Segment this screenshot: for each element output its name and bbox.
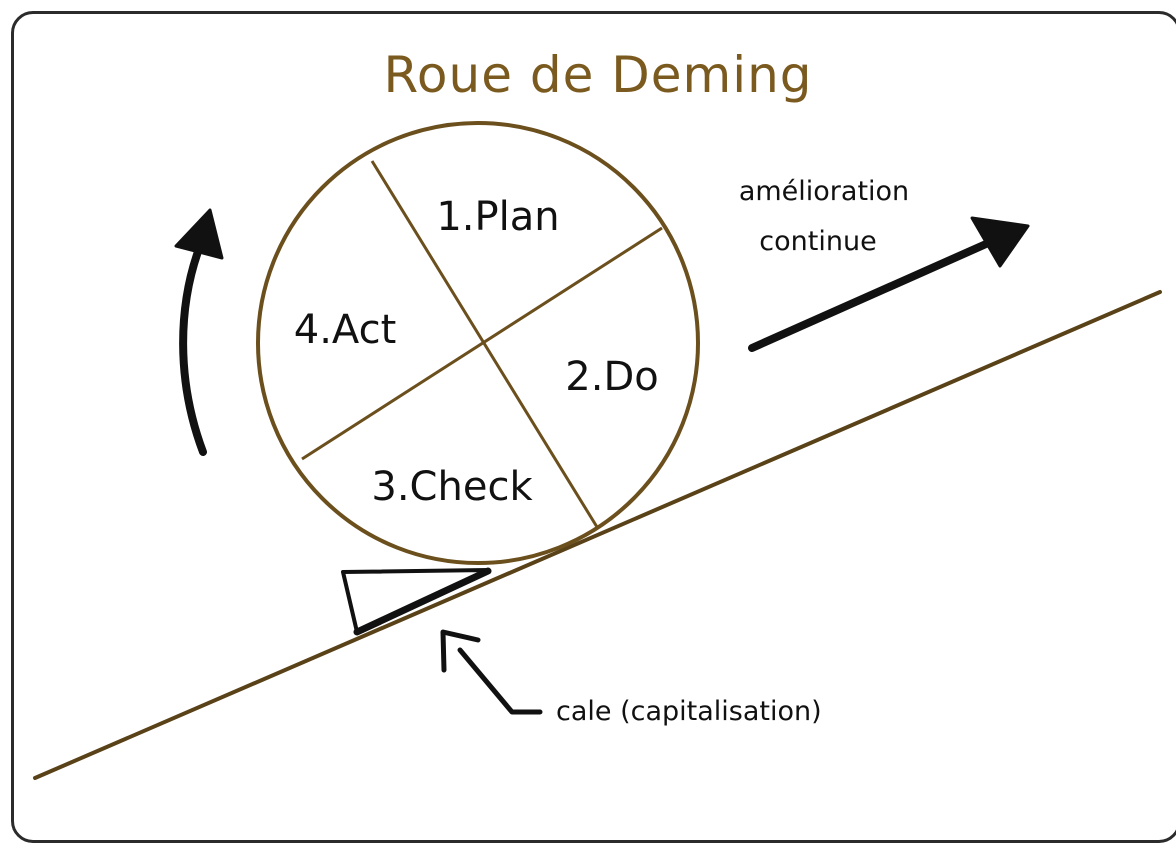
slope-line <box>33 290 1162 780</box>
deming-wheel <box>256 121 700 565</box>
wedge-pointer-arrow-icon <box>440 629 543 715</box>
rotation-arrow-icon <box>174 208 224 456</box>
improvement-arrow-icon <box>748 216 1030 352</box>
improvement-label-line1: amélioration <box>739 176 909 207</box>
wedge-label: cale (capitalisation) <box>556 696 822 727</box>
improvement-label-line2: continue <box>759 226 876 257</box>
quadrant-act-label: 4.Act <box>294 307 397 353</box>
quadrant-plan-label: 1.Plan <box>436 194 559 240</box>
wheel-divider-1 <box>370 160 599 528</box>
wheel-circle <box>256 121 700 565</box>
wheel-divider-2 <box>301 226 663 461</box>
quadrant-do-label: 2.Do <box>565 354 658 400</box>
quadrant-check-label: 3.Check <box>371 464 533 510</box>
wedge-shape <box>341 567 492 636</box>
diagram-title: Roue de Deming <box>383 46 812 104</box>
